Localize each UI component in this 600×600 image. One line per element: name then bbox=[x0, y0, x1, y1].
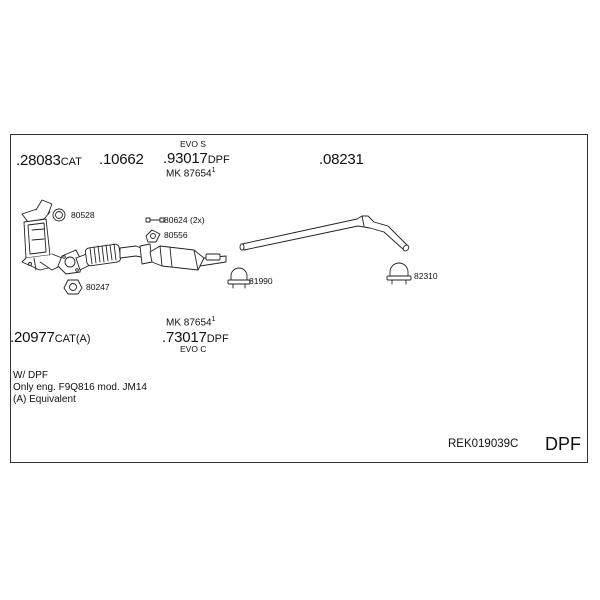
note-engine: Only eng. F9Q816 mod. JM14 bbox=[13, 382, 147, 393]
mk-label-top: MK 876541 bbox=[166, 167, 216, 180]
clamp-81990-drawing bbox=[227, 267, 251, 289]
clamp-82310-drawing bbox=[386, 262, 412, 285]
callout-80247: 80247 bbox=[86, 282, 110, 292]
front-flange-drawing bbox=[57, 249, 83, 275]
callout-80556: 80556 bbox=[164, 230, 188, 240]
part-label-93017: .93017DPF bbox=[163, 150, 230, 167]
callout-81990: 81990 bbox=[249, 276, 273, 286]
note-equivalent: (A) Equivalent bbox=[13, 394, 76, 405]
dpf-badge: DPF bbox=[545, 434, 581, 454]
variant-label-evo-c: EVO C bbox=[180, 344, 207, 354]
part-label-08231: .08231 bbox=[319, 151, 364, 168]
mk-label-bottom: MK 876541 bbox=[166, 316, 216, 329]
dpf-drawing bbox=[149, 245, 227, 271]
reference-code: REK019039C bbox=[448, 438, 519, 450]
variant-label-evo-s: EVO S bbox=[180, 139, 206, 149]
tail-pipe-drawing bbox=[239, 215, 410, 252]
clip-80624-drawing bbox=[145, 217, 165, 223]
leader-lines bbox=[33, 257, 37, 271]
part-label-28083: .28083CAT bbox=[16, 152, 82, 169]
ring-80528-drawing bbox=[52, 208, 66, 222]
part-label-10662: .10662 bbox=[99, 151, 144, 168]
gasket-80556-drawing bbox=[145, 229, 161, 243]
note-dpf: W/ DPF bbox=[13, 370, 48, 381]
callout-80624: 80624 (2x) bbox=[164, 215, 205, 225]
callout-80528: 80528 bbox=[71, 210, 95, 220]
diagram-frame bbox=[10, 134, 588, 463]
callout-82310: 82310 bbox=[414, 271, 438, 281]
gasket-80247-drawing bbox=[63, 279, 83, 295]
flex-pipe-drawing bbox=[75, 243, 153, 271]
part-label-20977: .20977CAT(A) bbox=[10, 329, 91, 346]
part-label-73017: .73017DPF bbox=[162, 329, 229, 346]
